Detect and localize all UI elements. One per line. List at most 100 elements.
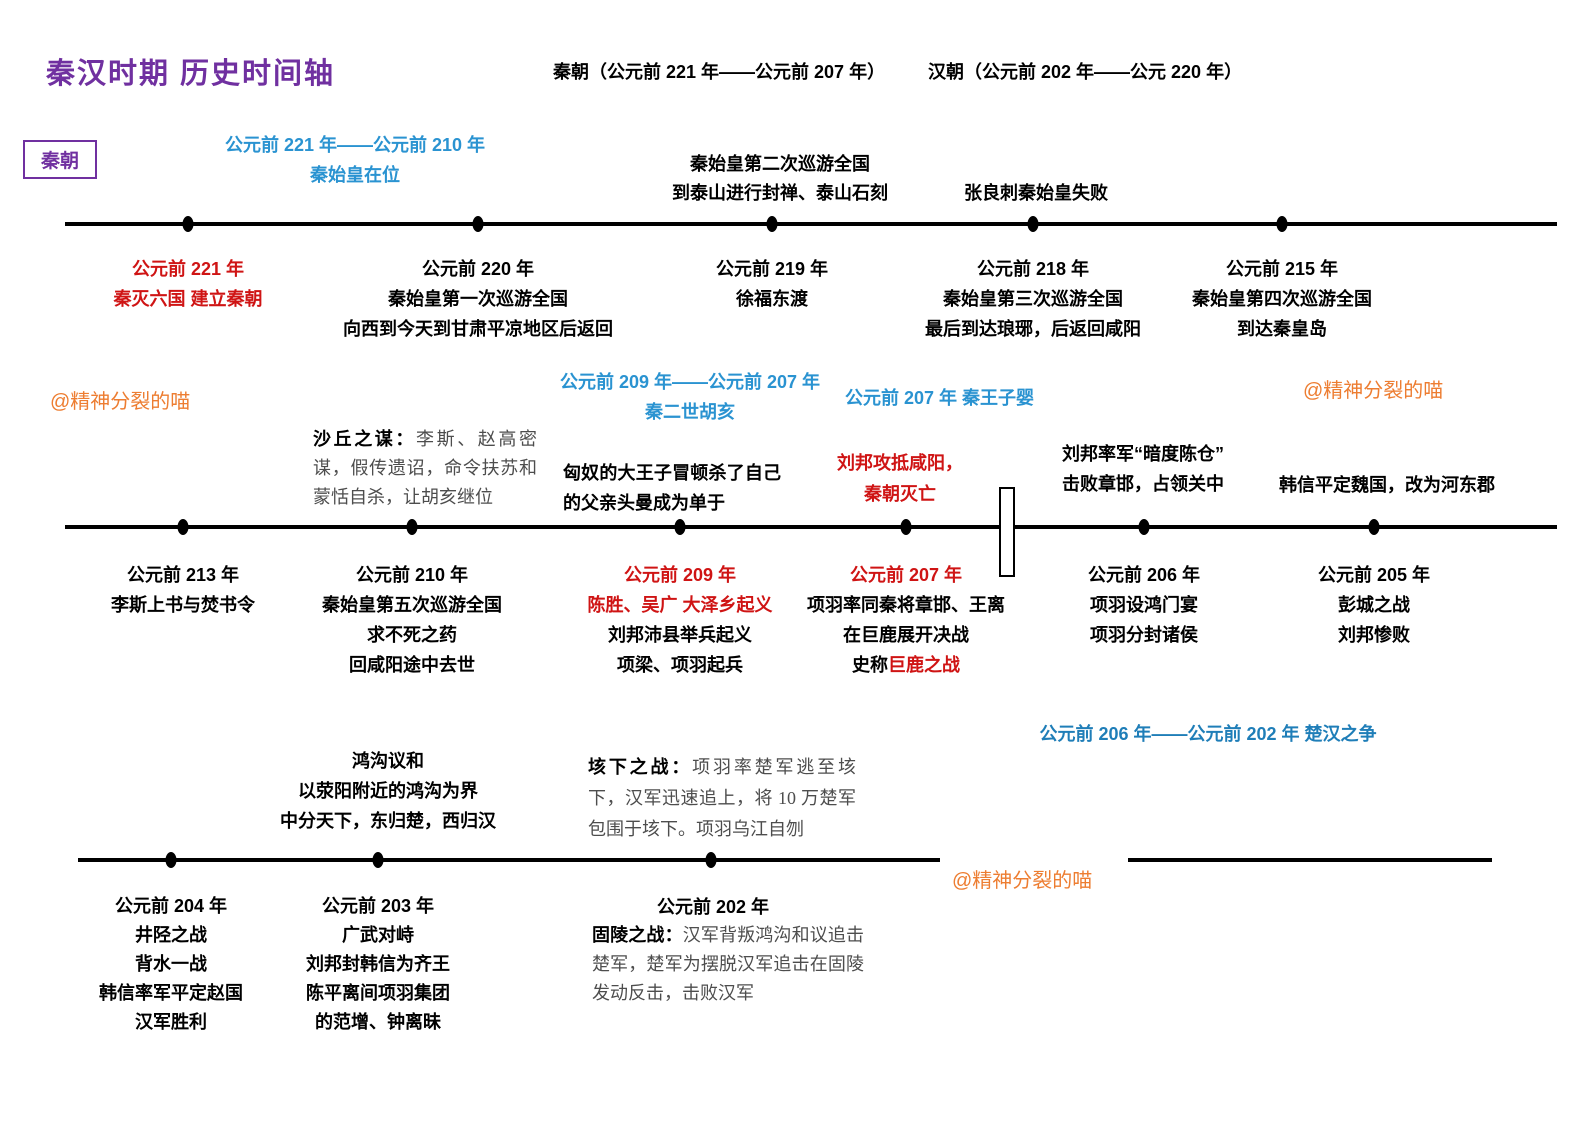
event-year: 公元前 207 年 [849,565,963,585]
zhangliang-label: 张良刺秦始皇失败 [964,183,1108,203]
timeline-1-axis [65,222,1557,226]
timeline-dot [182,216,194,232]
timeline-dot [406,519,418,535]
watermark: @精神分裂的喵 [50,391,191,413]
event-line: 在巨鹿展开决战 [843,625,969,645]
honggou-note: 鸿沟议和 以荥阳附近的鸿沟为界 中分天下，东归楚，西归汉 [280,746,496,836]
second-tour-label: 秦始皇第二次巡游全国 到泰山进行封禅、泰山石刻 [672,150,888,208]
timeline-dot [177,519,189,535]
event-line: 最后到达琅琊，后返回咸阳 [925,319,1141,339]
event-year: 公元前 209 年 [623,565,737,585]
event-bc221: 公元前 221 年 秦灭六国 建立秦朝 [113,254,262,314]
shaqiu-title: 沙丘之谋： [313,429,416,449]
second-tour-line1: 秦始皇第二次巡游全国 [690,154,870,174]
event-bc220: 公元前 220 年 秦始皇第一次巡游全国 向西到今天到甘肃平凉地区后返回 [343,254,613,344]
dynasty-break-bar [999,487,1015,577]
qin-dynasty-range: 秦朝（公元前 221 年——公元前 207 年） [553,62,886,82]
honggou-line1: 鸿沟议和 [352,751,424,771]
qin-era-box: 秦朝 [23,140,98,179]
event-line: 向西到今天到甘肃平凉地区后返回 [343,319,613,339]
event-line: 项羽率同秦将章邯、王离 [807,595,1005,615]
event-line: 项梁、项羽起兵 [617,655,743,675]
ziying-label: 公元前 207 年 秦王子婴 [845,388,1035,408]
timeline-dot [674,519,686,535]
event-year: 公元前 213 年 [126,565,240,585]
event-bc205: 公元前 205 年 彭城之战 刘邦惨败 [1318,560,1430,650]
huhai-range: 公元前 209 年——公元前 207 年 [559,372,821,392]
event-line: 广武对峙 [342,925,414,945]
han-dynasty-range: 汉朝（公元前 202 年——公元 220 年） [928,62,1243,82]
event-line: 背水一战 [135,954,207,974]
event-line: 井陉之战 [135,925,207,945]
event-bc203: 公元前 203 年 广武对峙 刘邦封韩信为齐王 陈平离间项羽集团 的范增、钟离昧 [306,892,450,1037]
timeline-dot [1368,519,1380,535]
second-tour-line2: 到泰山进行封禅、泰山石刻 [672,183,888,203]
event-line-red: 陈胜、吴广 大泽乡起义 [587,595,773,615]
timeline-dot [705,852,717,868]
timeline-dot [372,852,384,868]
event-year: 公元前 210 年 [355,565,469,585]
event-line: 徐福东渡 [735,289,808,309]
event-bc219: 公元前 219 年 徐福东渡 [716,254,828,314]
event-line: 秦始皇第四次巡游全国 [1192,289,1372,309]
chencang-line1: 刘邦率军“暗度陈仓” [1062,444,1224,464]
reign-name: 秦始皇在位 [309,165,400,185]
timeline-dot [472,216,484,232]
timeline-dot [165,852,177,868]
shaqiu-note: 沙丘之谋：李斯、赵高密谋，假传遗诏，命令扶苏和蒙恬自杀，让胡亥继位 [313,425,537,512]
event-line: 陈平离间项羽集团 [306,983,450,1003]
event-bc204: 公元前 204 年 井陉之战 背水一战 韩信率军平定赵国 汉军胜利 [99,892,243,1037]
event-line: 到达秦皇岛 [1237,319,1327,339]
event-line-mixed: 史称巨鹿之战 [807,650,1005,680]
event-year-bc202: 公元前 202 年 [656,897,770,917]
qinshihuang-reign-label: 公元前 221 年——公元前 210 年 秦始皇在位 [225,130,485,190]
hanxin-wei-note: 韩信平定魏国，改为河东郡 [1279,475,1495,495]
event-line: 项羽设鸿门宴 [1089,595,1198,615]
event-bc206: 公元前 206 年 项羽设鸿门宴 项羽分封诸侯 [1088,560,1200,650]
event-line: 求不死之药 [367,625,457,645]
event-line: 汉军胜利 [135,1012,207,1032]
event-line: 秦灭六国 建立秦朝 [113,289,263,309]
gaixia-desc: 项羽率楚军逃至垓下，汉军迅速追上，将 10 万楚军包围于垓下。项羽乌江自刎 [588,757,857,839]
timeline-2-axis [65,525,1557,529]
xianyang-line1: 刘邦攻抵咸阳， [837,453,963,473]
guling-desc: 汉军背叛鸿沟和议追击楚军，楚军为摆脱汉军追击在固陵发动反击，击败汉军 [592,925,865,1003]
huhai-reign-label: 公元前 209 年——公元前 207 年 秦二世胡亥 [560,367,820,427]
event-year: 公元前 221 年 [131,259,245,279]
event-year: 公元前 203 年 [321,896,435,916]
watermark: @精神分裂的喵 [952,870,1093,892]
event-line: 项羽分封诸侯 [1089,625,1198,645]
honggou-line3: 中分天下，东归楚，西归汉 [280,811,496,831]
event-line: 的范增、钟离昧 [315,1012,441,1032]
timeline-dot [900,519,912,535]
event-line: 秦始皇第五次巡游全国 [322,595,502,615]
event-bc209: 公元前 209 年 陈胜、吴广 大泽乡起义 刘邦沛县举兵起义 项梁、项羽起兵 [588,560,773,680]
xiongnu-note: 匈奴的大王子冒顿杀了自己的父亲头曼成为单于 [563,463,781,513]
event-bc218: 公元前 218 年 秦始皇第三次巡游全国 最后到达琅琊，后返回咸阳 [925,254,1141,344]
timeline-dot [1138,519,1150,535]
chencang-note: 刘邦率军“暗度陈仓” 击败章邯，占领关中 [1062,439,1224,499]
chencang-line2: 击败章邯，占领关中 [1062,474,1224,494]
timeline-dot [766,216,778,232]
event-line: 秦始皇第三次巡游全国 [943,289,1123,309]
guling-note: 固陵之战：汉军背叛鸿沟和议追击楚军，楚军为摆脱汉军追击在固陵发动反击，击败汉军 [592,921,864,1008]
event-line: 刘邦封韩信为齐王 [306,954,450,974]
event-year: 公元前 206 年 [1087,565,1201,585]
guling-title: 固陵之战： [592,925,683,945]
event-line: 秦始皇第一次巡游全国 [388,289,568,309]
event-bc213: 公元前 213 年 李斯上书与焚书令 [111,560,255,620]
shaqiu-desc: 李斯、赵高密谋，假传遗诏，命令扶苏和蒙恬自杀，让胡亥继位 [313,429,537,507]
timeline-3-axis-right [1128,858,1492,862]
event-year: 公元前 215 年 [1225,259,1339,279]
watermark: @精神分裂的喵 [1303,380,1444,402]
event-line: 韩信率军平定赵国 [99,983,243,1003]
event-line: 刘邦惨败 [1337,625,1410,645]
gaixia-note: 垓下之战：项羽率楚军逃至垓下，汉军迅速追上，将 10 万楚军包围于垓下。项羽乌江… [588,752,856,845]
event-year: 公元前 204 年 [114,896,228,916]
event-line: 彭城之战 [1337,595,1410,615]
chuhan-label: 公元前 206 年——公元前 202 年 楚汉之争 [1039,724,1377,744]
timeline-dot [1276,216,1288,232]
event-line: 李斯上书与焚书令 [111,595,255,615]
event-year: 公元前 219 年 [715,259,829,279]
